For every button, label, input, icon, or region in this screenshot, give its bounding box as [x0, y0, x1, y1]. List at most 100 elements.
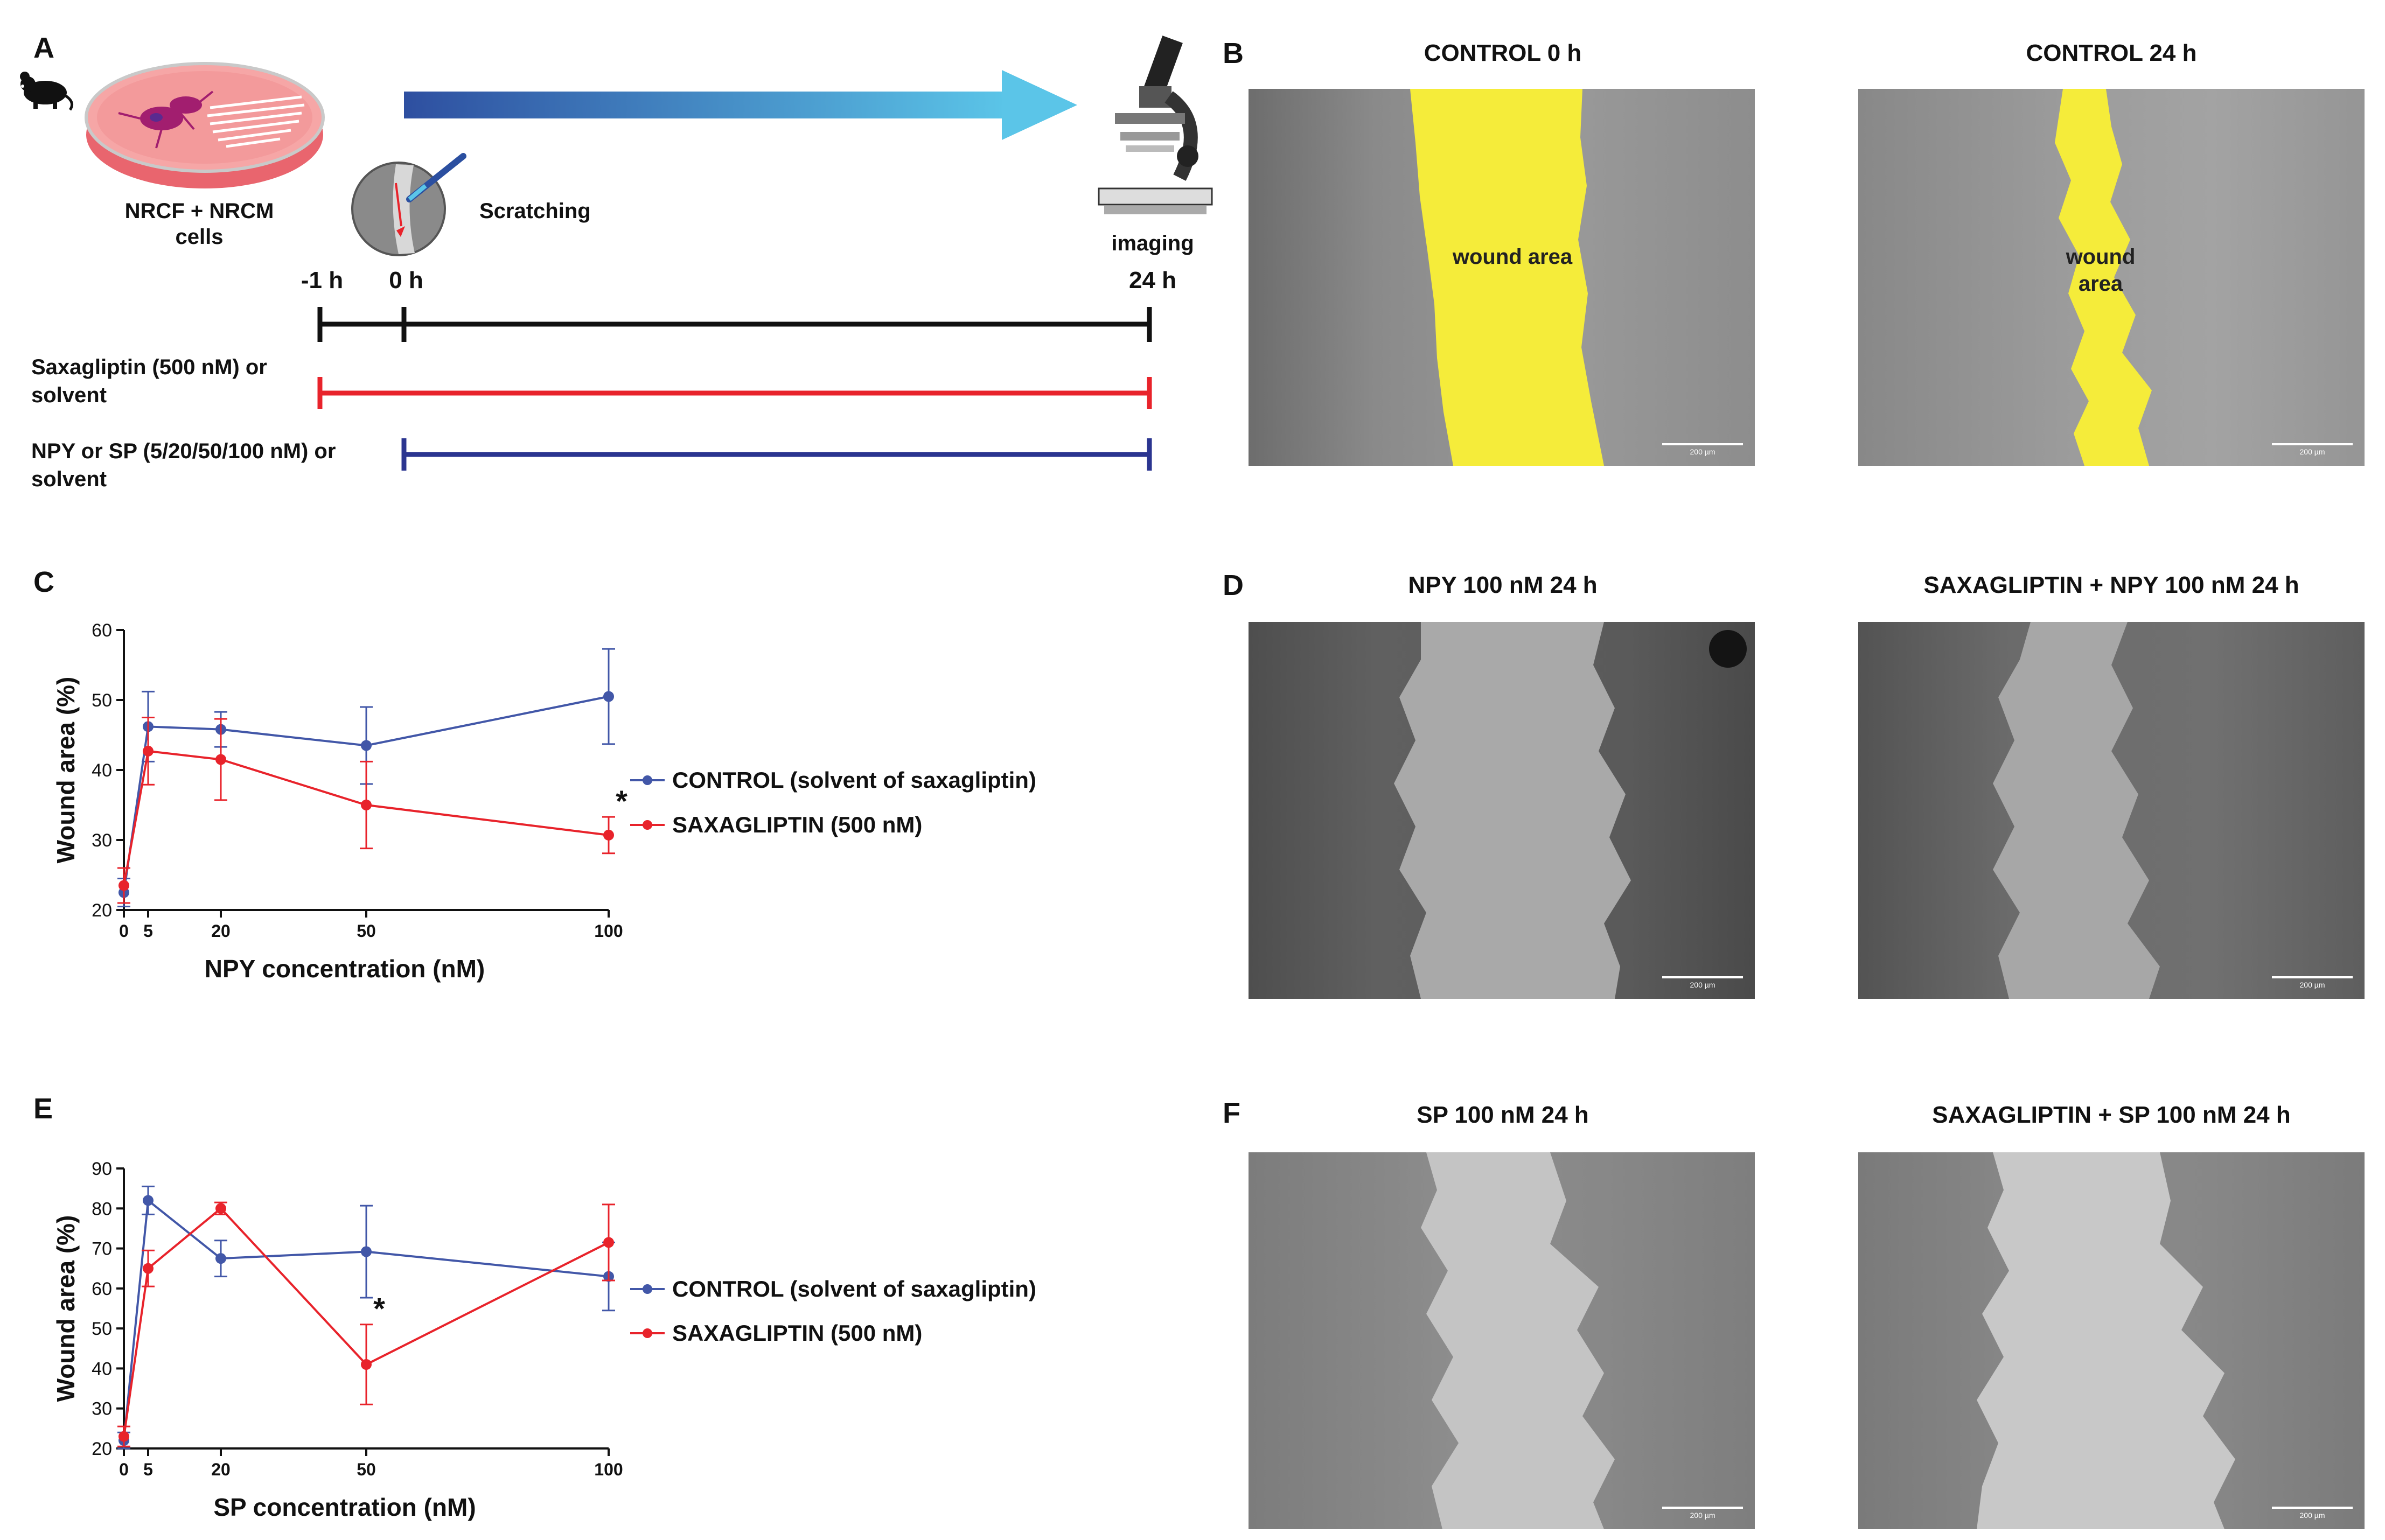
- image-title-sp-100nm: SP 100 nM 24 h: [1417, 1102, 1589, 1128]
- wound-gap: [1993, 622, 2160, 999]
- data-point: [603, 829, 614, 841]
- panel-letter-e: E: [33, 1093, 53, 1125]
- x-axis-label: NPY concentration (nM): [205, 955, 485, 983]
- data-point: [603, 691, 614, 702]
- image-title-npy-100nm: NPY 100 nM 24 h: [1408, 572, 1598, 598]
- data-point: [361, 740, 372, 751]
- petri-dish-icon: [85, 62, 325, 188]
- y-tick-label: 30: [92, 830, 112, 851]
- x-tick-label: 0: [119, 921, 129, 941]
- legend-control-sp: CONTROL (solvent of saxagliptin): [630, 1276, 1036, 1302]
- x-tick-label: 100: [594, 921, 623, 941]
- treatment-saxagliptin-line2: solvent: [31, 383, 107, 407]
- x-tick-label: 5: [143, 921, 153, 941]
- legend-label-saxagliptin: SAXAGLIPTIN (500 nM): [672, 812, 923, 837]
- scale-bar: 200 µm: [1662, 976, 1743, 990]
- data-point: [361, 1246, 372, 1257]
- micrograph-saxagliptin-sp-100nm: 200 µm: [1858, 1152, 2365, 1529]
- panel-letter-f: F: [1223, 1097, 1240, 1129]
- significance-asterisk: *: [373, 1292, 385, 1326]
- treatment-npy-sp-line1: NPY or SP (5/20/50/100 nM) or: [31, 439, 336, 463]
- data-point: [361, 800, 372, 810]
- legend-saxagliptin-sp: SAXAGLIPTIN (500 nM): [630, 1320, 922, 1346]
- legend-marker-control: [630, 775, 665, 785]
- data-point: [215, 1203, 226, 1214]
- wound-gap: [1394, 622, 1747, 999]
- wound-gap: [1421, 1152, 1615, 1529]
- data-point: [215, 1253, 226, 1264]
- y-axis-label: Wound area (%): [52, 1215, 80, 1402]
- significance-asterisk: *: [616, 784, 627, 818]
- data-point: [215, 754, 226, 765]
- image-title-saxagliptin-npy-100nm: SAXAGLIPTIN + NPY 100 nM 24 h: [1923, 572, 2299, 598]
- timepoint-minus1h: -1 h: [301, 267, 344, 293]
- cells-label-line2: cells: [175, 225, 224, 249]
- legend-label-saxagliptin: SAXAGLIPTIN (500 nM): [672, 1320, 923, 1346]
- timeline-arrow: [404, 70, 1077, 140]
- x-tick-label: 100: [594, 1460, 623, 1479]
- wound-gap: [1977, 1152, 2235, 1529]
- y-tick-label: 40: [92, 1359, 112, 1379]
- x-tick-label: 50: [357, 921, 376, 941]
- scale-bar: 200 µm: [2272, 1507, 2353, 1521]
- y-tick-label: 20: [92, 1439, 112, 1459]
- y-tick-label: 60: [92, 620, 112, 641]
- legend-label-control: CONTROL (solvent of saxagliptin): [672, 1276, 1036, 1301]
- scale-bar: 200 µm: [1662, 443, 1743, 457]
- data-point: [118, 1431, 129, 1442]
- x-tick-label: 50: [357, 1460, 376, 1479]
- y-tick-label: 50: [92, 690, 112, 711]
- cells-label-line1: NRCF + NRCM: [124, 199, 274, 223]
- y-axis-label: Wound area (%): [52, 677, 80, 864]
- legend-marker-control: [630, 1284, 665, 1294]
- wound-area-label-line1: wound: [2066, 245, 2136, 269]
- y-tick-label: 80: [92, 1199, 112, 1219]
- y-tick-label: 70: [92, 1239, 112, 1259]
- x-tick-label: 20: [211, 1460, 231, 1479]
- y-tick-label: 90: [92, 1159, 112, 1179]
- legend-label-control: CONTROL (solvent of saxagliptin): [672, 767, 1036, 793]
- data-point: [361, 1359, 372, 1370]
- wound-area-label-line2: area: [2078, 272, 2123, 296]
- y-tick-label: 30: [92, 1399, 112, 1419]
- y-tick-label: 50: [92, 1319, 112, 1339]
- panel-letter-a: A: [33, 32, 54, 64]
- y-tick-label: 60: [92, 1279, 112, 1299]
- x-axis-label: SP concentration (nM): [213, 1493, 476, 1521]
- y-tick-label: 20: [92, 900, 112, 921]
- wound-overlay: [1410, 89, 1604, 466]
- timepoint-0h: 0 h: [389, 267, 423, 293]
- imaging-label: imaging: [1111, 232, 1194, 255]
- scratching-label: Scratching: [479, 199, 591, 223]
- y-tick-label: 40: [92, 760, 112, 781]
- mouse-icon: [20, 72, 74, 111]
- data-point: [143, 1195, 154, 1206]
- legend-control-npy: CONTROL (solvent of saxagliptin): [630, 767, 1036, 793]
- timeline-axis: [317, 307, 1152, 471]
- microscope-icon: [1098, 36, 1213, 214]
- data-point: [143, 745, 154, 757]
- scale-bar: 200 µm: [2272, 443, 2353, 457]
- micrograph-sp-100nm: 200 µm: [1249, 1152, 1755, 1529]
- scale-bar: 200 µm: [2272, 976, 2353, 990]
- wound-area-label: wound area: [1452, 245, 1573, 269]
- data-point: [603, 1237, 614, 1248]
- x-tick-label: 5: [143, 1460, 153, 1479]
- timepoint-24h: 24 h: [1128, 267, 1177, 293]
- image-title-control-24h: CONTROL 24 h: [2026, 40, 2197, 66]
- data-point: [143, 1263, 154, 1274]
- micrograph-npy-100nm: 200 µm: [1249, 622, 1755, 999]
- legend-marker-saxagliptin: [630, 1328, 665, 1338]
- legend-saxagliptin-npy: SAXAGLIPTIN (500 nM): [630, 812, 922, 838]
- x-tick-label: 0: [119, 1460, 129, 1479]
- treatment-npy-sp-line2: solvent: [31, 467, 107, 491]
- scale-bar: 200 µm: [1662, 1507, 1743, 1521]
- treatment-saxagliptin-line1: Saxagliptin (500 nM) or: [31, 355, 267, 379]
- scratch-icon: [351, 153, 466, 256]
- micrograph-control-24h: wound area 200 µm: [1858, 89, 2365, 466]
- panel-letter-c: C: [33, 566, 54, 598]
- wound-overlay: [2055, 89, 2152, 466]
- x-tick-label: 20: [211, 921, 231, 941]
